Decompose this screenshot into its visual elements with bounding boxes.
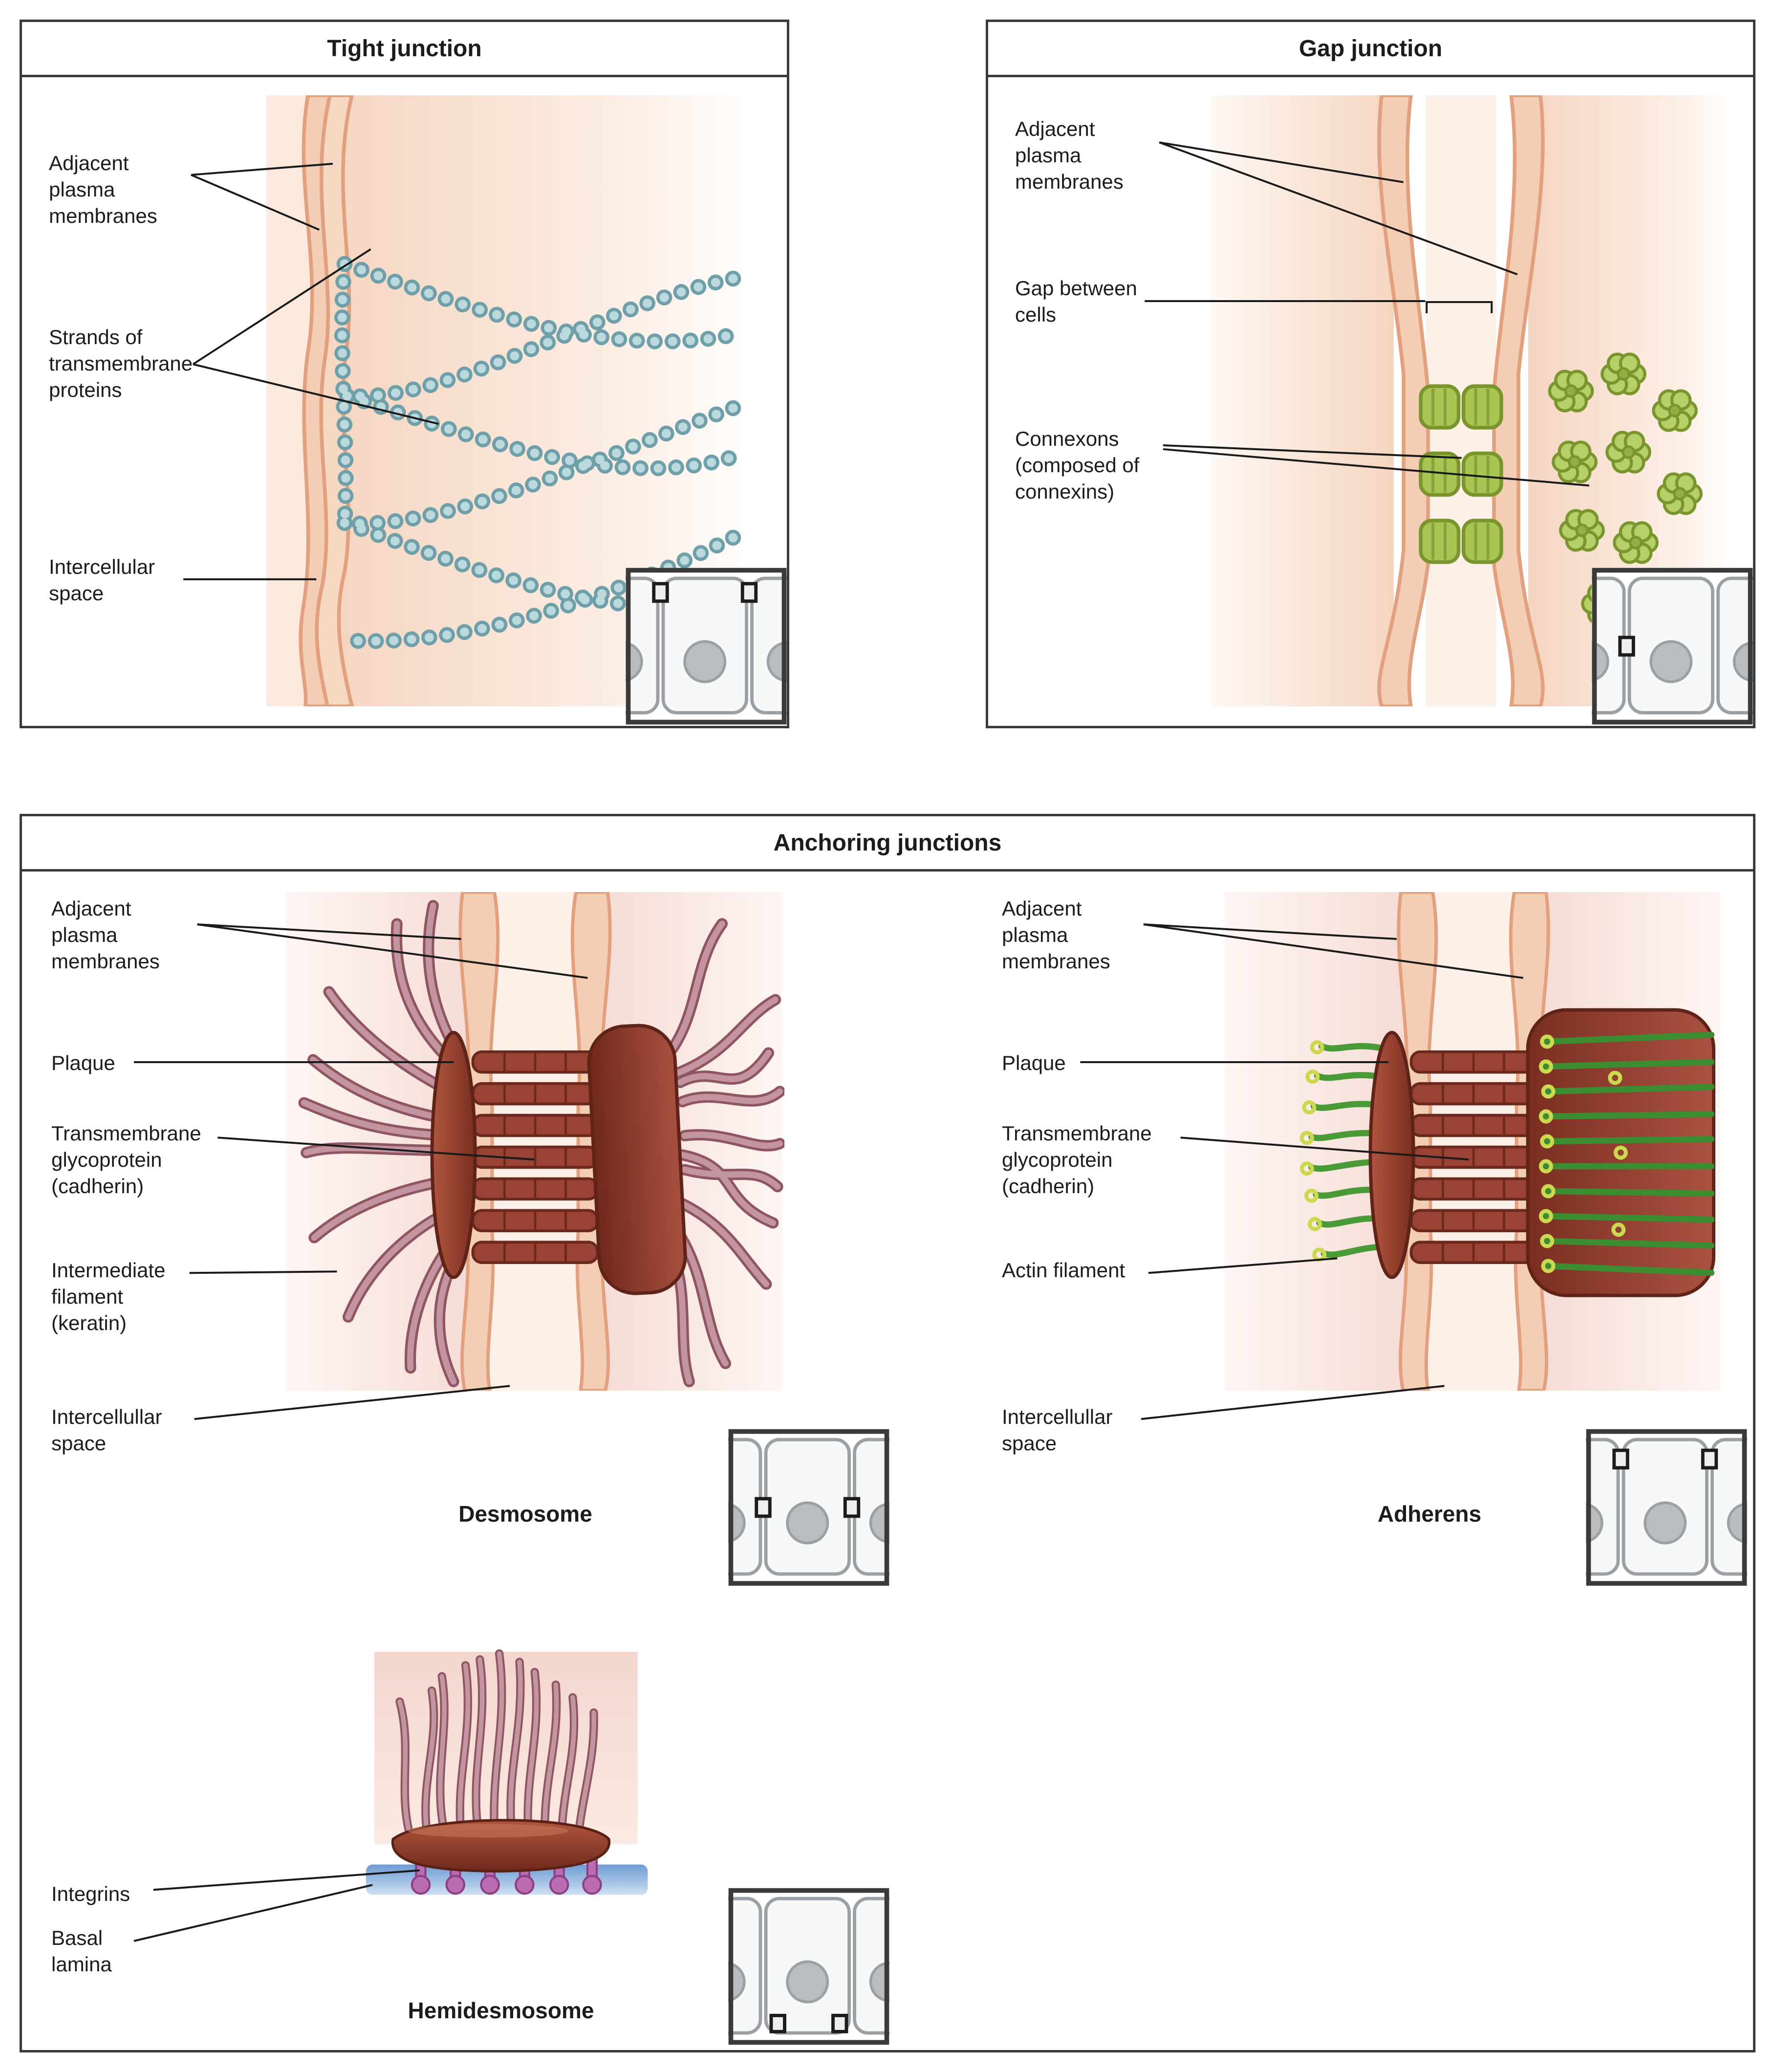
adherens-caption: Adherens — [1377, 1501, 1482, 1527]
label-intercellular-space: Intercellullar space — [1002, 1405, 1113, 1455]
label-actin-filament: Actin filament — [1002, 1259, 1126, 1282]
anchoring-junctions-panel: Anchoring junctions — [20, 814, 1755, 2052]
label-intercellular-space: Intercellular space — [49, 555, 155, 605]
label-strands-of-transmembrane-proteins: Strands of transmembrane proteins — [49, 326, 193, 401]
hemidesmosome-caption: Hemidesmosome — [408, 1998, 594, 2023]
adherens-location-inset — [1586, 1429, 1747, 1586]
label-transmembrane-glycoprotein: Transmembrane glycoprotein (cadherin) — [1002, 1122, 1152, 1198]
label-adjacent-plasma-membranes: Adjacent plasma membranes — [51, 897, 160, 973]
tight-junction-title: Tight junction — [22, 22, 787, 77]
label-intermediate-filament: Intermediate filament (keratin) — [51, 1259, 166, 1334]
label-transmembrane-glycoprotein: Transmembrane glycoprotein (cadherin) — [51, 1122, 201, 1198]
hemidesmosome-location-inset — [728, 1888, 889, 2045]
gap-junction-title: Gap junction — [988, 22, 1753, 77]
label-plaque: Plaque — [1002, 1051, 1066, 1074]
label-adjacent-plasma-membranes: Adjacent plasma membranes — [1002, 897, 1110, 973]
desmosome-illustration — [286, 892, 784, 1391]
tight-junction-panel: Tight junction — [20, 20, 789, 728]
label-intercellular-space: Intercellullar space — [51, 1405, 162, 1455]
gap-junction-location-inset — [1592, 567, 1753, 725]
label-gap-between-cells: Gap between cells — [1015, 277, 1137, 326]
label-basal-lamina: Basal lamina — [51, 1926, 112, 1976]
hemidesmosome-illustration — [366, 1613, 648, 1895]
desmosome-location-inset — [728, 1429, 889, 1586]
tight-junction-location-inset — [626, 567, 787, 725]
label-adjacent-plasma-membranes: Adjacent plasma membranes — [49, 152, 157, 227]
adherens-illustration — [1224, 892, 1721, 1391]
gap-junction-panel: Gap junction — [986, 20, 1755, 728]
label-connexons: Connexons (composed of connexins) — [1015, 427, 1140, 503]
label-adjacent-plasma-membranes: Adjacent plasma membranes — [1015, 117, 1124, 193]
label-integrins: Integrins — [51, 1882, 130, 1905]
desmosome-caption: Desmosome — [458, 1501, 592, 1527]
anchoring-junctions-title: Anchoring junctions — [22, 816, 1753, 872]
label-plaque: Plaque — [51, 1051, 115, 1074]
